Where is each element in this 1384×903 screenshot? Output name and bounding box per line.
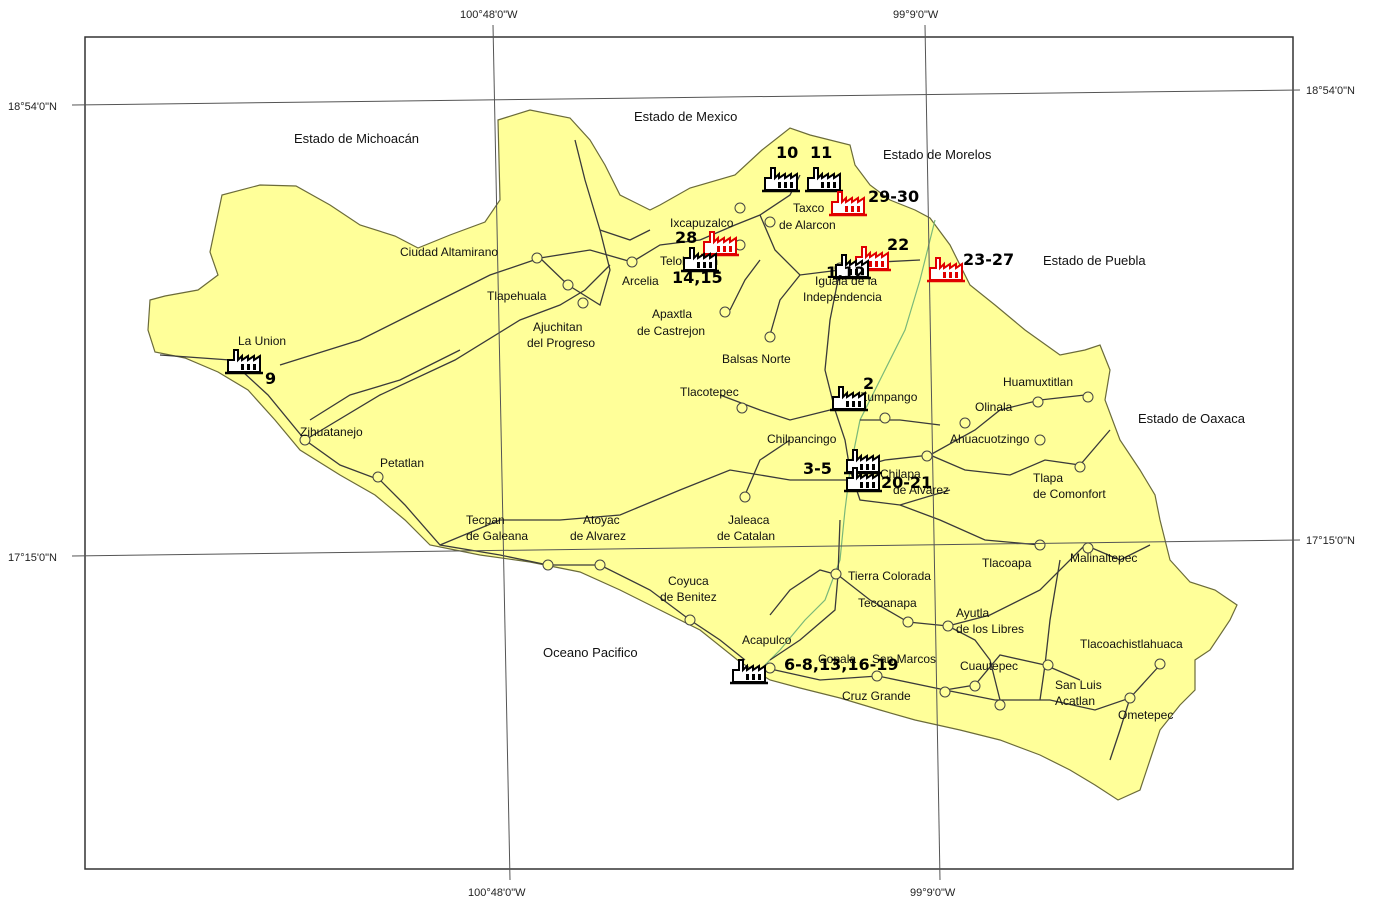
town-label: Acapulco bbox=[742, 633, 792, 647]
town-label: Tlacotepec bbox=[680, 385, 739, 399]
factory-icon bbox=[927, 257, 965, 283]
grid-lines bbox=[71, 24, 1301, 881]
region-label-morelos: Estado de Morelos bbox=[883, 147, 992, 162]
marker-label: 6-8,13,16-19 bbox=[784, 655, 899, 674]
town-label: de los Libres bbox=[956, 622, 1024, 636]
town-label: Zumpango bbox=[860, 390, 918, 404]
region-label-mexico: Estado de Mexico bbox=[634, 109, 737, 124]
town-label: de Benitez bbox=[660, 590, 717, 604]
marker-label: 2 bbox=[863, 374, 874, 393]
marker-label: 14,15 bbox=[672, 268, 723, 287]
town-label: Arcelia bbox=[622, 274, 659, 288]
marker-label: 29-30 bbox=[868, 187, 919, 206]
town-label: Malinaltepec bbox=[1070, 551, 1137, 565]
town-label: Ixcapuzalco bbox=[670, 216, 734, 230]
town-label: La Union bbox=[238, 334, 286, 348]
marker-label: 22 bbox=[887, 235, 909, 254]
region-label-pacifico: Oceano Pacifico bbox=[543, 645, 638, 660]
town-label: de Castrejon bbox=[637, 324, 705, 338]
coord-left-bottom: 17°15'0"N bbox=[8, 552, 57, 564]
coord-top-left: 100°48'0"W bbox=[460, 9, 518, 21]
coord-bottom-right: 99°9'0"W bbox=[910, 887, 956, 899]
factory-icon bbox=[762, 167, 800, 193]
factory-icon bbox=[844, 449, 882, 475]
factory-icon bbox=[225, 349, 263, 375]
town-label: Tlapa bbox=[1033, 471, 1063, 485]
town-label: Tecpan bbox=[466, 513, 505, 527]
town-label: Taxco bbox=[793, 201, 825, 215]
marker-label: 20-21 bbox=[881, 473, 932, 492]
town-label: Atoyac bbox=[583, 513, 620, 527]
marker-label: 10 bbox=[776, 143, 798, 162]
town-label: Petatlan bbox=[380, 456, 424, 470]
coord-top-right: 99°9'0"W bbox=[893, 9, 939, 21]
town-label: Huamuxtitlan bbox=[1003, 375, 1073, 389]
marker-label: 23-27 bbox=[963, 250, 1014, 269]
marker-label: 11 bbox=[810, 143, 832, 162]
town-label: Independencia bbox=[803, 290, 882, 304]
factory-icon bbox=[730, 659, 768, 685]
town-label: Tierra Colorada bbox=[848, 569, 931, 583]
town-label: de Alvarez bbox=[893, 483, 949, 497]
town-label: de Catalan bbox=[717, 529, 775, 543]
town-label: Ajuchitan bbox=[533, 320, 582, 334]
marker-label: 3-5 bbox=[803, 459, 832, 478]
factory-icon bbox=[830, 386, 868, 412]
markers-layer: 10 11 29-30 28 14,15 22 1,12 23-27 9 2 3-5 20-21 6-8… bbox=[225, 143, 1014, 685]
town-label: de Alvarez bbox=[570, 529, 626, 543]
coord-right-bottom: 17°15'0"N bbox=[1306, 535, 1355, 547]
factory-icon bbox=[681, 247, 719, 273]
region-label-michoacan: Estado de Michoacán bbox=[294, 131, 419, 146]
town-label: de Galeana bbox=[466, 529, 528, 543]
region-label-puebla: Estado de Puebla bbox=[1043, 253, 1146, 268]
town-label: Apaxtla bbox=[652, 307, 692, 321]
town-label: Zihuatanejo bbox=[300, 425, 363, 439]
marker-label: 1,12 bbox=[826, 263, 865, 282]
town-label: Balsas Norte bbox=[722, 352, 791, 366]
factory-icon bbox=[829, 191, 867, 217]
town-label: Tlacoachistlahuaca bbox=[1080, 637, 1183, 651]
town-label: Tlapehuala bbox=[487, 289, 547, 303]
coord-bottom-left: 100°48'0"W bbox=[468, 887, 526, 899]
town-labels: Ciudad Altamirano Tlapehuala Ajuchitan d… bbox=[238, 201, 1183, 722]
marker-label: 28 bbox=[675, 228, 697, 247]
town-label: Chilpancingo bbox=[767, 432, 837, 446]
town-label: Ahuacuotzingo bbox=[950, 432, 1030, 446]
town-label: San Marcos bbox=[872, 652, 936, 666]
town-label: Ometepec bbox=[1118, 708, 1173, 722]
town-label: de Alarcon bbox=[779, 218, 836, 232]
town-label: Ciudad Altamirano bbox=[400, 245, 498, 259]
town-label: Olinala bbox=[975, 400, 1013, 414]
town-label: Jaleaca bbox=[728, 513, 770, 527]
factory-icon bbox=[833, 254, 871, 280]
region-label-oaxaca: Estado de Oaxaca bbox=[1138, 411, 1246, 426]
town-label: Coyuca bbox=[668, 574, 709, 588]
town-label: Cuautepec bbox=[960, 659, 1018, 673]
town-label: San Luis bbox=[1055, 678, 1102, 692]
town-label: de Comonfort bbox=[1033, 487, 1106, 501]
town-label: Tecoanapa bbox=[858, 596, 917, 610]
town-label: Cruz Grande bbox=[842, 689, 911, 703]
guerrero-state bbox=[147, 109, 1238, 801]
town-label: Copala bbox=[818, 652, 856, 666]
factory-icon bbox=[805, 167, 843, 193]
town-label: Chilapa bbox=[880, 467, 921, 481]
factory-icon bbox=[701, 231, 739, 257]
town-dots bbox=[299, 202, 1166, 711]
factory-icon bbox=[844, 467, 882, 493]
town-label: Tlacoapa bbox=[982, 556, 1032, 570]
town-label: Ayutla bbox=[956, 606, 989, 620]
coord-right-top: 18°54'0"N bbox=[1306, 85, 1355, 97]
coord-left-top: 18°54'0"N bbox=[8, 101, 57, 113]
town-label: del Progreso bbox=[527, 336, 595, 350]
town-label: Acatlan bbox=[1055, 694, 1095, 708]
marker-label: 9 bbox=[265, 369, 276, 388]
